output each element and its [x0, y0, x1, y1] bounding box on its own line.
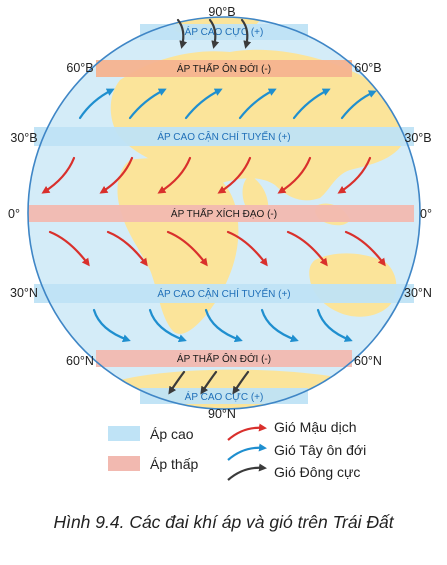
lat-30-north-right: 30°B — [404, 131, 431, 145]
lat-90-north: 90°B — [208, 5, 235, 19]
legend: Áp cao Áp thấp Gió Mậu dịch Gió Tây ôn đ… — [108, 419, 366, 481]
label-equatorial-low: ÁP THẤP XÍCH ĐẠO (-) — [171, 207, 277, 220]
lat-60-north-right: 60°B — [354, 61, 381, 75]
trade-wind-arrow — [106, 230, 148, 267]
trade-wind-arrow — [99, 156, 134, 194]
figure-caption: Hình 9.4. Các đai khí áp và gió trên Trá… — [53, 512, 394, 532]
label-polar-high-south: ÁP CAO CỰC (+) — [185, 390, 264, 403]
lat-90-south: 90°N — [208, 407, 236, 421]
lat-equator-right: 0° — [420, 207, 432, 221]
trade-wind-arrow — [277, 156, 312, 194]
westerly-arrow — [204, 308, 243, 343]
lat-30-south-right: 30°N — [404, 286, 432, 300]
polar-easterly-arrow — [200, 370, 218, 395]
legend-high-label: Áp cao — [150, 426, 194, 442]
westerly-arrow — [148, 308, 187, 343]
legend-trade-wind-arrow — [227, 423, 267, 441]
westerly-arrow — [316, 308, 353, 342]
westerly-arrow — [292, 88, 331, 120]
lat-60-south-right: 60°N — [354, 354, 382, 368]
legend-westerly-label: Gió Tây ôn đới — [274, 442, 366, 458]
westerly-arrow — [184, 88, 223, 120]
label-subpolar-low-north: ÁP THẤP ÔN ĐỚI (-) — [177, 62, 271, 75]
legend-westerly-arrow — [227, 443, 267, 461]
legend-polar-easterly-arrow — [227, 463, 267, 481]
label-polar-high-north: ÁP CAO CỰC (+) — [185, 25, 264, 38]
westerly-arrow — [260, 308, 299, 343]
westerly-arrow — [78, 88, 115, 120]
band-polar-high-south — [140, 388, 308, 404]
trade-wind-arrow — [166, 230, 208, 267]
pressure-belts — [28, 24, 414, 404]
label-subpolar-low-south: ÁP THẤP ÔN ĐỚI (-) — [177, 352, 271, 365]
trade-wind-arrow — [157, 156, 192, 194]
band-subtropical-high-north — [34, 127, 414, 146]
trade-wind-arrow — [286, 230, 328, 267]
label-subtropical-high-north: ÁP CAO CẬN CHÍ TUYẾN (+) — [157, 130, 290, 143]
lat-30-north-left: 30°B — [10, 131, 37, 145]
label-subtropical-high-south: ÁP CAO CẬN CHÍ TUYẾN (+) — [157, 287, 290, 300]
westerly-arrow — [340, 90, 377, 120]
band-subpolar-low-south — [96, 350, 352, 367]
polar-easterly-arrow — [176, 18, 188, 49]
band-equatorial-low — [28, 205, 414, 222]
band-subtropical-high-south — [34, 284, 414, 303]
trade-wind-arrow — [41, 156, 76, 194]
westerly-arrow — [238, 88, 277, 120]
polar-easterly-arrow — [168, 370, 186, 395]
westerly-arrow — [92, 308, 131, 343]
wind-arrows — [41, 18, 386, 395]
trade-wind-arrow — [226, 230, 268, 267]
lat-30-south-left: 30°N — [10, 286, 38, 300]
band-subpolar-low-north — [96, 60, 352, 77]
westerly-arrow — [128, 88, 167, 120]
trade-wind-arrow — [344, 230, 386, 267]
legend-low-swatch — [108, 456, 140, 471]
polar-easterly-arrow — [232, 370, 250, 395]
trade-wind-arrow — [337, 156, 372, 194]
legend-high-swatch — [108, 426, 140, 441]
polar-easterly-arrow — [208, 18, 220, 49]
legend-trade-wind-label: Gió Mậu dịch — [274, 419, 356, 435]
lat-60-north-left: 60°B — [66, 61, 93, 75]
trade-wind-arrow — [217, 156, 252, 194]
legend-polar-easterly-label: Gió Đông cực — [274, 464, 360, 480]
lat-60-south-left: 60°N — [66, 354, 94, 368]
polar-easterly-arrow — [240, 18, 252, 49]
trade-wind-arrow — [48, 230, 90, 267]
lat-equator-left: 0° — [8, 207, 20, 221]
legend-low-label: Áp thấp — [150, 456, 198, 472]
globe-outline — [27, 16, 421, 410]
